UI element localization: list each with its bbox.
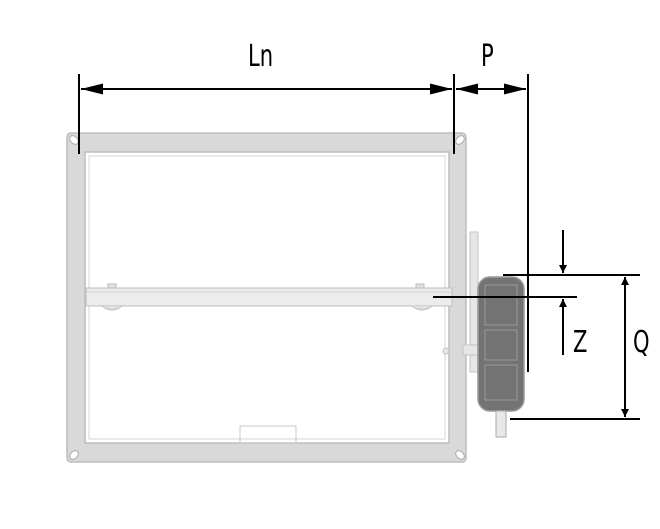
dimension-lines: [78, 74, 640, 420]
dimension-label-z: Z: [573, 325, 588, 360]
actuator: [477, 276, 525, 438]
dimension-label-ln: Ln: [248, 39, 274, 74]
dimension-label-q: Q: [633, 325, 650, 360]
corner-hole-icon: [69, 135, 465, 460]
dimension-label-p: P: [481, 39, 494, 74]
